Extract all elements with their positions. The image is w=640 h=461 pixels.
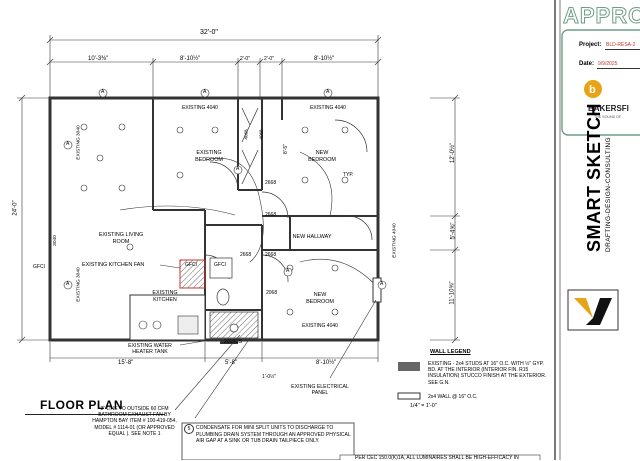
bottom-dimensions bbox=[49, 342, 379, 362]
window-tag: EXISTING 3040 bbox=[76, 267, 82, 302]
city-logo-icon bbox=[584, 80, 602, 98]
approval-stamp-text: APPRO bbox=[562, 3, 640, 29]
dim-top-seg-2: 8'-10½" bbox=[180, 56, 201, 62]
brand-block: SMART SKETCH DRAFTING-DESIGN-CONSULTING bbox=[584, 103, 621, 252]
dim-left-overall: 24'-0" bbox=[12, 200, 19, 216]
door-tag: 2668 bbox=[265, 180, 277, 186]
callout-letter: A bbox=[236, 166, 240, 172]
gfci-label: GFCI bbox=[185, 262, 197, 268]
room-kitchen: EXISTING KITCHEN bbox=[152, 290, 178, 303]
room-new-bedroom-bottom: NEW BEDROOM bbox=[306, 292, 334, 305]
door-tag: 2668 bbox=[265, 252, 277, 258]
gfci-label: GFCI bbox=[33, 264, 45, 270]
door-tag: 2068 bbox=[266, 290, 278, 296]
bottom-note-box bbox=[339, 454, 541, 460]
dim-top-seg-5: 8'-10½" bbox=[314, 56, 335, 62]
stamp-project-value: BLD-RESA-2 bbox=[606, 42, 636, 48]
stamp-date-underline bbox=[597, 68, 640, 69]
bottom-note: PER CEC 150.0(K)1A, ALL LUMINAIRES SHALL… bbox=[355, 455, 519, 461]
brand-subtitle: DRAFTING-DESIGN-CONSULTING bbox=[605, 136, 612, 252]
dim-top-seg-4: 2'-0" bbox=[264, 56, 274, 62]
dim-right-seg-3: 11'-10⅝" bbox=[449, 281, 456, 305]
dim-top-seg-3: 2'-0" bbox=[240, 56, 250, 62]
wall-legend-new: 2x4 WALL @ 16" O.C. bbox=[428, 394, 478, 400]
exterior-walls bbox=[48, 96, 380, 342]
dim-bottom-small: 1'-0½" bbox=[262, 374, 277, 380]
dim-overall-top: 32'-0" bbox=[200, 29, 218, 36]
room-new-bedroom-top: NEW BEDROOM bbox=[308, 150, 336, 163]
window-tag: EXISTING 4040 bbox=[392, 223, 398, 258]
callout-letter: A bbox=[286, 268, 290, 274]
callout-letter: A bbox=[203, 89, 207, 95]
stamp-project-label: Project: bbox=[579, 42, 602, 48]
window-tag: EXISTING 4040 bbox=[310, 105, 346, 111]
water-heater-label: EXISTING WATER HEATER TANK bbox=[128, 343, 172, 356]
right-dimensions bbox=[430, 94, 460, 344]
typ-label: TYP. bbox=[343, 172, 354, 178]
stamp-logo-text: BAKERSFI bbox=[588, 104, 629, 113]
dim-bedroom-height: 8'-5" bbox=[282, 144, 289, 154]
callout-letter: A bbox=[66, 281, 70, 287]
room-living: EXISTING LIVING ROOM bbox=[98, 232, 144, 245]
drawing-title: FLOOR PLAN bbox=[40, 398, 123, 412]
kitchen-fan-hatch bbox=[179, 259, 206, 289]
water-heater-mark bbox=[220, 340, 238, 344]
wall-legend-title: WALL LEGEND bbox=[430, 349, 471, 355]
stamp-date-label: Date: bbox=[579, 61, 595, 67]
title-underline bbox=[25, 414, 165, 415]
stamp-date-value: 9/9/2025 bbox=[598, 61, 618, 67]
brand-name: SMART SKETCH bbox=[584, 103, 604, 252]
kitchen-counter bbox=[129, 294, 206, 341]
dim-right-seg-1: 12'-0½" bbox=[450, 142, 457, 164]
plan-scale: 1/4" = 1'-0" bbox=[410, 403, 437, 409]
left-dimensions bbox=[17, 94, 52, 344]
leader-lines bbox=[159, 264, 377, 419]
window-tag: EXISTING 3040 bbox=[76, 125, 82, 160]
stamp-logo-sub: THE SOUND OF bbox=[594, 115, 622, 119]
door-swings bbox=[204, 107, 373, 283]
mini-split-note: CONDENSATE FOR MINI SPLIT UNITS TO DISCH… bbox=[196, 425, 351, 444]
door-tag: 2668 bbox=[265, 212, 277, 218]
electrical-panel-mark bbox=[372, 277, 382, 303]
light-fixtures bbox=[80, 123, 349, 316]
callout-markers bbox=[63, 88, 387, 290]
mini-split-tag: 5 bbox=[184, 424, 194, 434]
door-tag: 2668 bbox=[240, 252, 252, 258]
top-dimensions bbox=[46, 35, 382, 100]
dim-bottom-seg-3: 8'-10½" bbox=[316, 360, 337, 366]
legend-new-swatch bbox=[397, 392, 421, 400]
dim-bottom-seg-1: 15'-8" bbox=[118, 360, 134, 366]
svg-text:b: b bbox=[589, 84, 596, 96]
window-tag: EXISTING 4040 bbox=[182, 105, 218, 111]
mini-split-note-box bbox=[181, 422, 355, 460]
stamp-project-underline bbox=[605, 49, 640, 50]
approval-stamp-frame bbox=[561, 29, 640, 136]
callout-letter: A bbox=[66, 141, 70, 147]
room-existing-bedroom: EXISTING BEDROOM bbox=[195, 150, 223, 163]
closet-door-tag: 4068 bbox=[243, 129, 249, 140]
dim-right-seg-2: 5'-4⅝" bbox=[450, 222, 457, 240]
dim-bottom-seg-2: 5'-8" bbox=[225, 360, 237, 366]
callout-letter: A bbox=[101, 89, 105, 95]
exhaust-fan-note: 3" LINE TO OUTSIDE 60 CFM BATHROOM EXHAU… bbox=[92, 406, 177, 437]
dim-top-seg-1: 10'-3⅜" bbox=[88, 56, 109, 62]
legend-existing-swatch bbox=[398, 362, 420, 371]
bath-window-label: 2010CS bbox=[224, 339, 243, 345]
kitchen-fan-label: EXISTING KITCHEN FAN bbox=[82, 262, 145, 268]
room-new-hallway: NEW HALLWAY bbox=[292, 234, 332, 240]
window-tag: 3040 bbox=[52, 235, 58, 246]
callout-letter: A bbox=[380, 281, 384, 287]
callout-letter: A bbox=[326, 89, 330, 95]
bathroom-fixtures bbox=[209, 257, 259, 339]
wall-legend-existing: EXISTING - 2x4 STUDS AT 16" O.C. WITH ½"… bbox=[428, 361, 547, 386]
closet-door-tag: 4068 bbox=[258, 129, 264, 140]
electrical-panel-label: EXISTING ELECTRICAL PANEL bbox=[291, 384, 349, 397]
window-tag: EXISTING 4040 bbox=[302, 323, 338, 329]
gfci-label: GFCI bbox=[214, 262, 226, 268]
